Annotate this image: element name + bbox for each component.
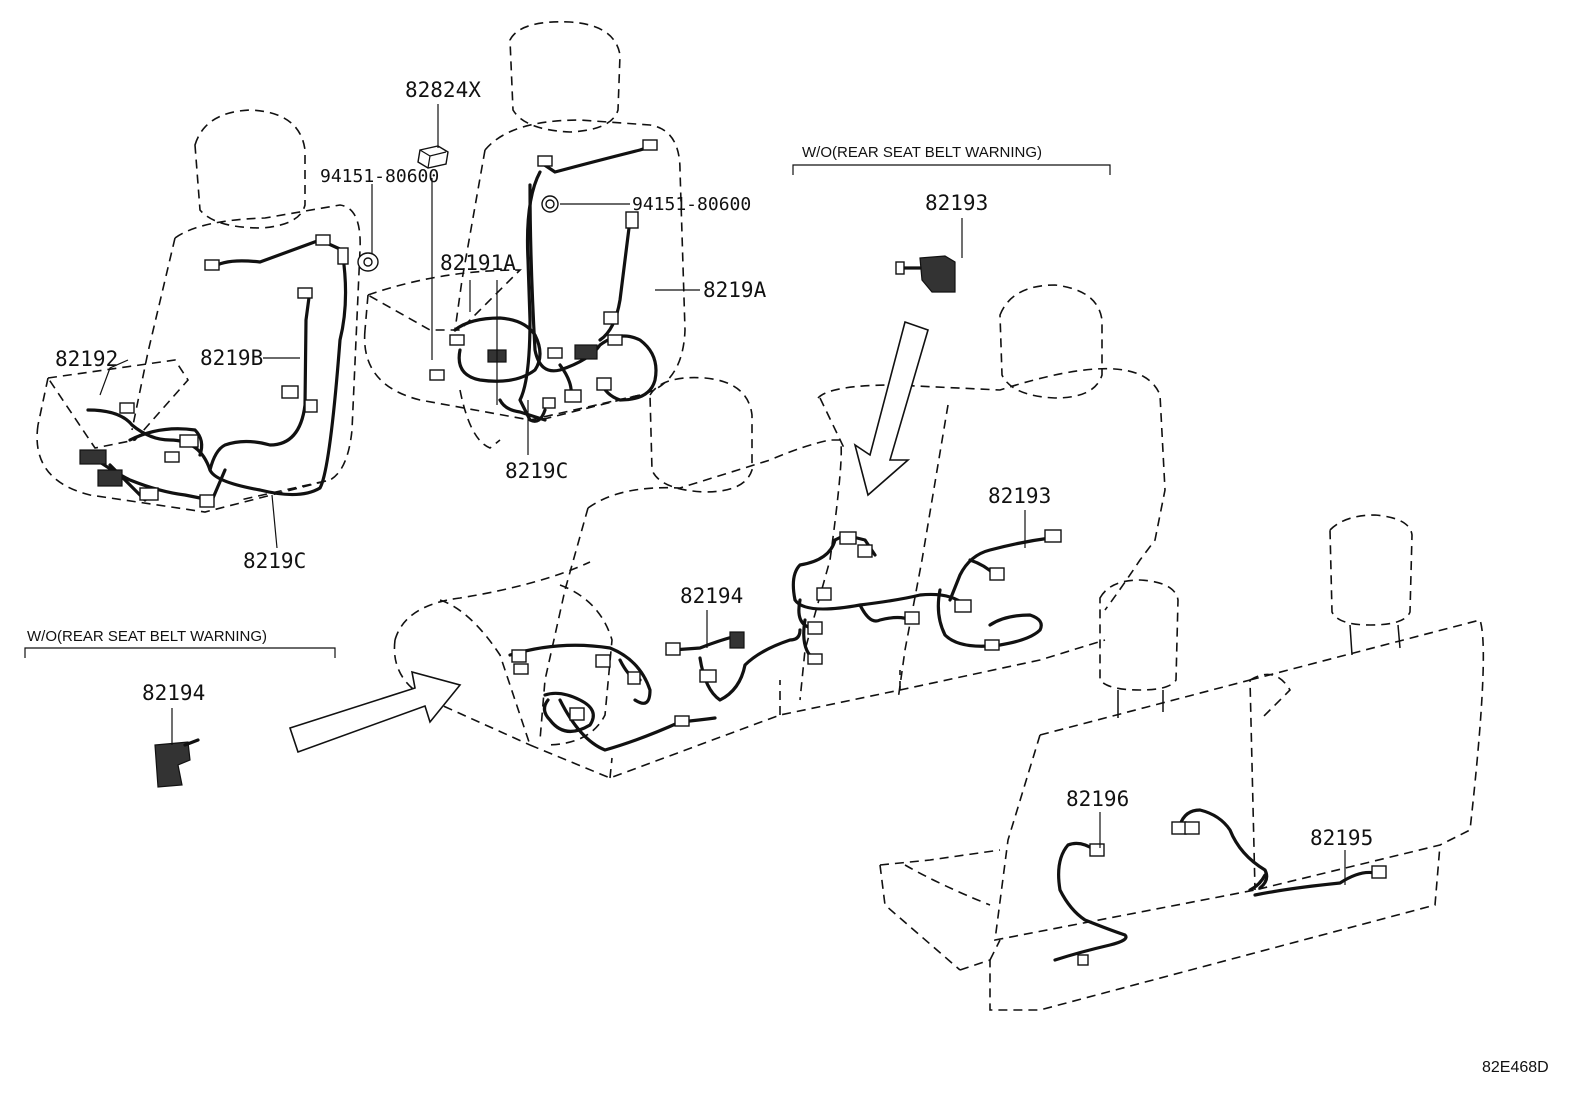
second-row-bench bbox=[393, 284, 1166, 779]
connectors-82193-mid bbox=[807, 529, 1062, 665]
harness-82195 bbox=[1178, 808, 1377, 897]
arrow-from-82193 bbox=[853, 320, 929, 497]
note-bracket-top-right bbox=[792, 164, 1111, 175]
label-8219c-mid: 8219C bbox=[505, 459, 568, 483]
label-82194-left: 82194 bbox=[142, 681, 205, 705]
diagram-code: 82E468D bbox=[1482, 1059, 1549, 1076]
label-82191a: 82191A bbox=[440, 251, 516, 275]
label-94151-left: 94151-80600 bbox=[320, 166, 439, 187]
label-82193-mid: 82193 bbox=[988, 484, 1051, 508]
harness-82193-mid bbox=[791, 533, 1052, 662]
label-82824x: 82824X bbox=[405, 78, 481, 102]
arrow-to-second-row bbox=[288, 670, 462, 754]
part-82194-standalone bbox=[154, 738, 200, 788]
connectors-82194-mid bbox=[511, 631, 745, 727]
harness-82194-mid bbox=[508, 628, 802, 752]
label-8219b: 8219B bbox=[200, 346, 263, 370]
connectors-82195 bbox=[1171, 821, 1387, 879]
label-82194-mid: 82194 bbox=[680, 584, 743, 608]
connectors-82196 bbox=[1077, 843, 1105, 966]
note-left: W/O(REAR SEAT BELT WARNING) bbox=[27, 628, 267, 645]
harness-right-seat bbox=[453, 143, 658, 423]
note-bracket-left bbox=[24, 647, 336, 658]
front-left-seat bbox=[36, 109, 361, 513]
connectors-left bbox=[79, 234, 349, 508]
label-8219a: 8219A bbox=[703, 278, 767, 302]
connectors-right bbox=[429, 139, 658, 409]
label-82196: 82196 bbox=[1066, 787, 1129, 811]
harness-82196 bbox=[1053, 841, 1128, 962]
harness-8219c-left bbox=[86, 238, 348, 507]
label-82193-top: 82193 bbox=[925, 191, 988, 215]
part-82193-standalone bbox=[895, 255, 956, 293]
front-right-seat bbox=[363, 21, 686, 449]
label-82192: 82192 bbox=[55, 347, 118, 371]
leader-lines bbox=[99, 104, 1346, 885]
clip-94151-right bbox=[541, 195, 559, 213]
label-82195: 82195 bbox=[1310, 826, 1373, 850]
third-row-bench bbox=[879, 514, 1485, 1011]
label-94151-right: 94151-80600 bbox=[632, 194, 751, 215]
label-8219c-left: 8219C bbox=[243, 549, 306, 573]
part-82824x-icon bbox=[417, 145, 449, 169]
clip-94151-left bbox=[357, 252, 379, 272]
note-top-right: W/O(REAR SEAT BELT WARNING) bbox=[802, 144, 1042, 161]
